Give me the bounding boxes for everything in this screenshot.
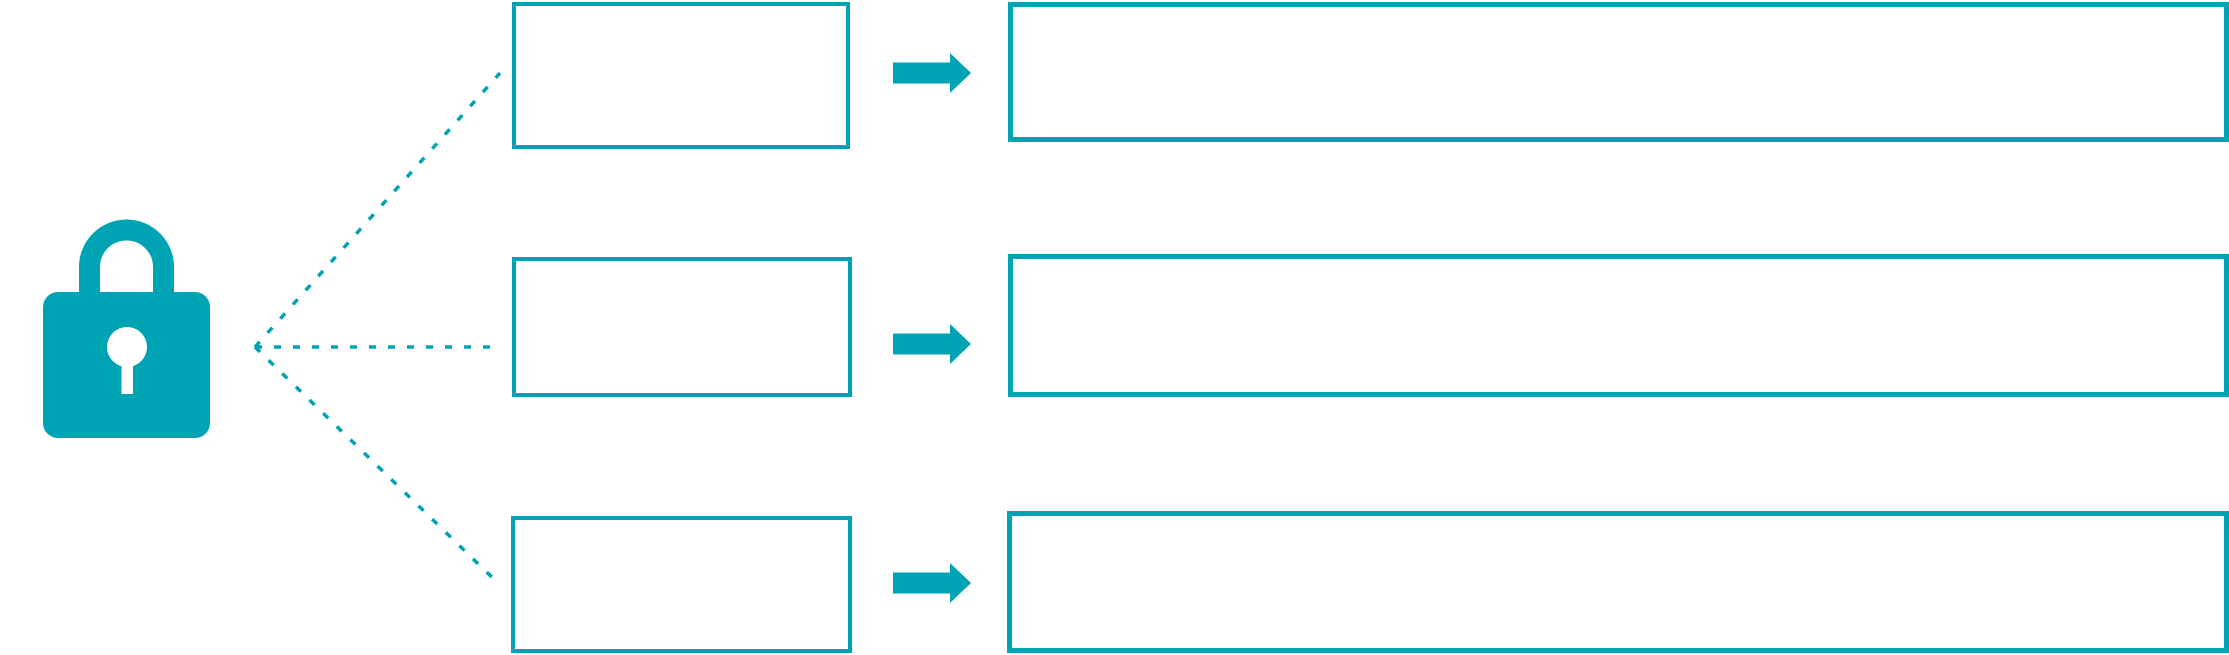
definition-box-3[interactable] (1007, 511, 2229, 653)
row-arrows (893, 53, 971, 603)
right-arrow-icon (893, 563, 971, 603)
padlock-icon (43, 219, 210, 438)
padlock-shackle (79, 219, 174, 300)
connector-line-bottom (253, 345, 502, 587)
right-arrow-icon (893, 324, 971, 364)
term-box-1[interactable] (512, 2, 850, 149)
term-box-2[interactable] (512, 257, 852, 397)
keyhole-stem (121, 352, 133, 394)
keyhole-circle (107, 327, 147, 367)
dotted-connectors (253, 71, 502, 587)
right-arrow-icon (893, 53, 971, 93)
definition-box-1[interactable] (1008, 2, 2229, 142)
definition-box-2[interactable] (1008, 254, 2229, 397)
connector-line-top (253, 71, 502, 349)
term-box-3[interactable] (511, 516, 852, 653)
